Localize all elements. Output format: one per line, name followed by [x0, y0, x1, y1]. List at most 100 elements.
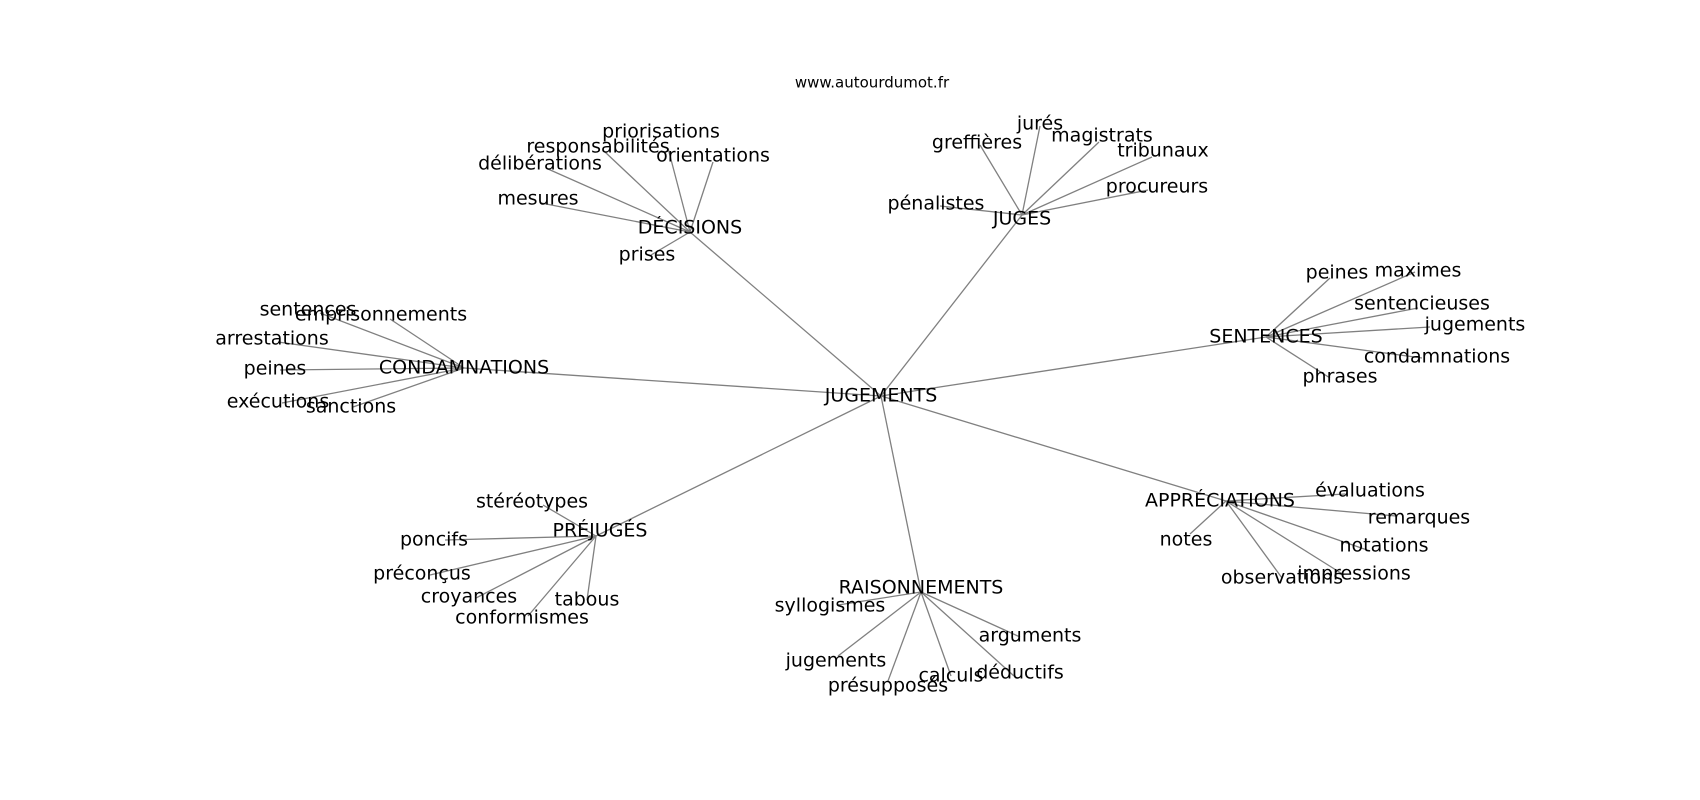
- category-label: RAISONNEMENTS: [839, 577, 1004, 599]
- related-word-label: délibérations: [478, 153, 602, 175]
- related-word-label: jugements: [785, 650, 887, 672]
- related-word-label: jurés: [1016, 113, 1063, 135]
- related-word-label: responsabilités: [526, 136, 669, 158]
- edge-category-to-word: [650, 231, 691, 256]
- related-word-label: procureurs: [1106, 176, 1208, 198]
- related-word-label: préconçus: [373, 563, 471, 585]
- edge-category-to-word: [475, 535, 597, 599]
- edge-category-to-word: [837, 591, 922, 657]
- related-word-label: maximes: [1375, 260, 1462, 282]
- related-word-label: peines: [244, 358, 307, 380]
- related-word-label: greffières: [932, 132, 1022, 154]
- edge-category-to-word: [542, 504, 597, 537]
- related-word-label: jugements: [1424, 314, 1526, 336]
- related-word-label: condamnations: [1364, 346, 1510, 368]
- edge-category-to-word: [540, 202, 691, 233]
- related-word-label: déductifs: [976, 662, 1064, 684]
- edge-category-to-word: [1225, 500, 1397, 517]
- labels-layer: www.autourdumot.fr priorisationsresponsab…: [215, 74, 1525, 697]
- edge-category-to-word: [1265, 307, 1419, 338]
- related-word-label: pénalistes: [888, 193, 985, 215]
- related-word-label: poncifs: [400, 529, 468, 551]
- related-word-label: mesures: [497, 188, 578, 210]
- related-word-label: croyances: [421, 586, 517, 608]
- related-word-label: magistrats: [1051, 125, 1153, 147]
- category-label: APPRÉCIATIONS: [1145, 489, 1295, 512]
- edge-category-to-word: [444, 535, 597, 541]
- edge-category-to-word: [277, 341, 465, 369]
- edge-category-to-word: [429, 535, 597, 576]
- category-label: SENTENCES: [1209, 326, 1322, 348]
- related-word-label: tabous: [555, 589, 620, 611]
- edge-root-to-category: [880, 214, 1023, 397]
- edge-category-to-word: [1021, 125, 1041, 216]
- edge-category-to-word: [389, 318, 465, 369]
- edge-category-to-word: [887, 591, 922, 682]
- edge-category-to-word: [279, 367, 465, 371]
- edge-root-to-category: [689, 231, 882, 397]
- related-word-label: observations: [1221, 567, 1343, 589]
- related-word-label: arguments: [979, 625, 1082, 647]
- edge-category-to-word: [1189, 500, 1227, 535]
- edge-root-to-category: [880, 395, 922, 593]
- category-label: JUGES: [992, 208, 1051, 230]
- edge-category-to-word: [1265, 326, 1431, 338]
- edge-category-to-word: [1265, 336, 1423, 359]
- related-word-label: présupposés: [828, 675, 948, 697]
- edge-category-to-word: [667, 147, 691, 233]
- edge-category-to-word: [281, 367, 465, 404]
- related-word-label: sentences: [260, 299, 357, 321]
- edge-category-to-word: [1265, 271, 1416, 338]
- edge-category-to-word: [920, 591, 1021, 638]
- edge-category-to-word: [689, 161, 714, 233]
- related-word-label: peines: [1306, 262, 1369, 284]
- related-word-label: évaluations: [1315, 480, 1425, 502]
- edge-category-to-word: [1225, 500, 1283, 579]
- edge-category-to-word: [1021, 189, 1149, 216]
- edge-category-to-word: [837, 591, 922, 606]
- edge-category-to-word: [586, 535, 597, 601]
- edge-category-to-word: [352, 367, 465, 408]
- related-word-label: notations: [1339, 535, 1428, 557]
- related-word-label: stéréotypes: [476, 491, 588, 513]
- edge-category-to-word: [1225, 493, 1346, 502]
- root-word-label: JUGEMENTS: [824, 385, 938, 407]
- edge-category-to-word: [1021, 141, 1100, 216]
- related-word-label: orientations: [656, 145, 770, 167]
- related-word-label: arrestations: [215, 328, 329, 350]
- edge-category-to-word: [1265, 336, 1331, 379]
- edge-category-to-word: [1225, 500, 1345, 576]
- related-word-label: tribunaux: [1117, 140, 1209, 162]
- related-word-label: remarques: [1368, 507, 1470, 529]
- edge-category-to-word: [1021, 156, 1153, 216]
- edge-category-to-word: [547, 168, 691, 233]
- edge-category-to-word: [1265, 277, 1331, 338]
- edge-category-to-word: [527, 535, 597, 617]
- category-label: PRÉJUGÉS: [553, 519, 648, 542]
- related-word-label: emprisonnements: [295, 304, 467, 326]
- edge-root-to-category: [880, 336, 1267, 397]
- related-word-label: sentencieuses: [1354, 293, 1490, 315]
- watermark-text: www.autourdumot.fr: [795, 74, 950, 92]
- edge-root-to-category: [880, 395, 1227, 502]
- edge-category-to-word: [319, 312, 465, 369]
- related-word-label: priorisations: [602, 121, 720, 143]
- edge-category-to-word: [979, 144, 1023, 216]
- related-word-label: phrases: [1302, 366, 1377, 388]
- category-label: CONDAMNATIONS: [379, 357, 549, 379]
- related-word-label: prises: [619, 244, 676, 266]
- related-word-label: calculs: [918, 665, 983, 687]
- edge-category-to-word: [1225, 500, 1371, 552]
- related-word-label: exécutions: [227, 391, 330, 413]
- edge-root-to-category: [595, 395, 882, 537]
- related-word-label: conformismes: [455, 607, 589, 629]
- related-word-label: impressions: [1297, 563, 1411, 585]
- edge-category-to-word: [920, 591, 1015, 677]
- related-word-label: notes: [1160, 529, 1213, 551]
- edge-root-to-category: [463, 367, 882, 397]
- edge-category-to-word: [939, 205, 1023, 216]
- related-word-label: sanctions: [306, 396, 396, 418]
- related-word-label: syllogismes: [775, 595, 886, 617]
- edge-category-to-word: [604, 151, 691, 233]
